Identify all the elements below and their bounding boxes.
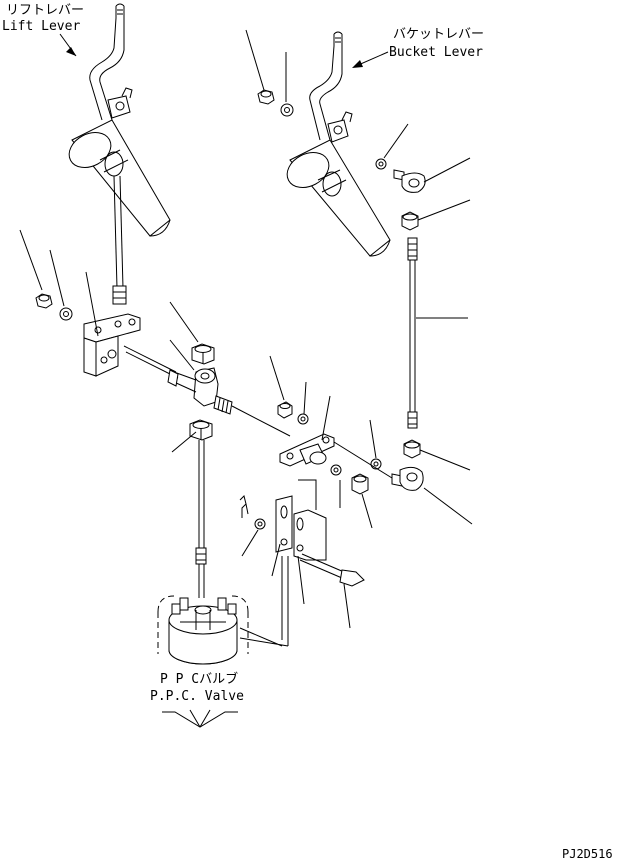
drawing-number: PJ2D516 xyxy=(562,847,613,861)
left-bracket xyxy=(83,313,141,377)
pivot-arm xyxy=(167,367,291,437)
lower-nut xyxy=(351,473,369,495)
bucket-rod xyxy=(407,237,418,429)
bucket-pin-washer xyxy=(375,158,387,170)
center-upper-nut xyxy=(191,343,215,365)
lower-hex-nut xyxy=(403,439,421,459)
lift-lever-label: リフトレバー Lift Lever xyxy=(2,3,84,57)
lift-lever xyxy=(89,3,133,121)
ppc-valve-label: P P Cバルブ P.P.C. Valve xyxy=(150,671,244,728)
center-to-right-link xyxy=(333,441,393,479)
mid-nut xyxy=(277,401,293,419)
bucket-lever xyxy=(309,31,353,143)
leader-lines xyxy=(19,29,473,629)
left-nut xyxy=(35,293,53,309)
upper-hex-nut xyxy=(401,211,419,231)
lift-rod xyxy=(112,175,127,305)
lift-lever-bracket-tube xyxy=(68,119,171,237)
lower-bracket xyxy=(239,479,327,647)
bucket-lever-bracket-tube xyxy=(286,139,391,257)
ppc-valve-label-en: P.P.C. Valve xyxy=(150,689,244,704)
bucket-washer xyxy=(280,103,294,117)
bucket-nut xyxy=(257,89,275,105)
lower-bolt xyxy=(299,553,365,587)
bucket-lever-label-jp: バケットレバー xyxy=(393,27,484,42)
cotter-pin xyxy=(239,495,249,518)
upper-ball-joint xyxy=(393,169,426,193)
lift-lever-label-en: Lift Lever xyxy=(2,19,80,34)
left-washer xyxy=(59,307,73,321)
bucket-lever-label: バケットレバー Bucket Lever xyxy=(352,27,484,68)
mid-washer xyxy=(297,413,309,425)
lower-washer-2 xyxy=(254,518,266,530)
center-link-plate xyxy=(279,433,335,467)
ppc-valve-label-jp: P P Cバルブ xyxy=(160,671,238,687)
ppc-rod xyxy=(195,440,207,598)
bucket-lever-label-en: Bucket Lever xyxy=(389,45,483,60)
lower-washer-1 xyxy=(330,464,342,476)
ppc-valve xyxy=(157,595,249,665)
lower-ball-joint xyxy=(391,466,424,491)
lift-lever-label-jp: リフトレバー xyxy=(6,3,84,18)
center-lower-nut xyxy=(189,419,213,441)
